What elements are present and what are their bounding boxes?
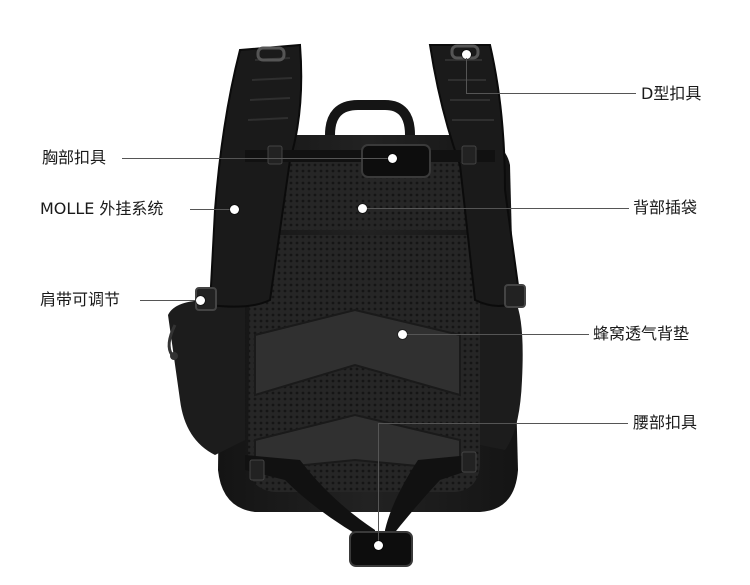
callout-leader-back-pocket bbox=[367, 208, 629, 209]
callout-dot-molle bbox=[230, 205, 239, 214]
callout-label-molle: MOLLE 外挂系统 bbox=[40, 199, 164, 218]
callout-dot-honeycomb-pad bbox=[398, 330, 407, 339]
callout-dot-chest-buckle bbox=[388, 154, 397, 163]
callout-leader-chest-buckle bbox=[122, 158, 390, 159]
side-pocket-left bbox=[168, 300, 245, 455]
callout-dot-back-pocket bbox=[358, 204, 367, 213]
waist-strap-left bbox=[245, 455, 375, 545]
callout-label-waist-buckle: 腰部扣具 bbox=[633, 413, 698, 432]
callout-dot-shoulder-adjust bbox=[196, 296, 205, 305]
callout-label-back-pocket: 背部插袋 bbox=[633, 198, 698, 217]
callout-leader-waist-buckle bbox=[378, 423, 628, 424]
callout-label-honeycomb-pad: 蜂窝透气背垫 bbox=[593, 324, 690, 343]
top-handle bbox=[325, 100, 415, 136]
callout-label-shoulder-adjust: 肩带可调节 bbox=[40, 290, 121, 309]
callout-leader-molle bbox=[190, 209, 232, 210]
callout-dot-waist-buckle bbox=[374, 541, 383, 550]
callout-label-d-ring: D型扣具 bbox=[641, 84, 702, 103]
callout-leader-d-ring bbox=[466, 58, 467, 94]
callout-label-chest-buckle: 胸部扣具 bbox=[42, 148, 107, 167]
callout-dot-d-ring bbox=[462, 50, 471, 59]
callout-leader-honeycomb-pad bbox=[407, 334, 589, 335]
callout-leader-shoulder-adjust bbox=[140, 300, 198, 301]
side-pocket-right bbox=[480, 300, 523, 450]
shoulder-strap-left bbox=[208, 43, 303, 308]
